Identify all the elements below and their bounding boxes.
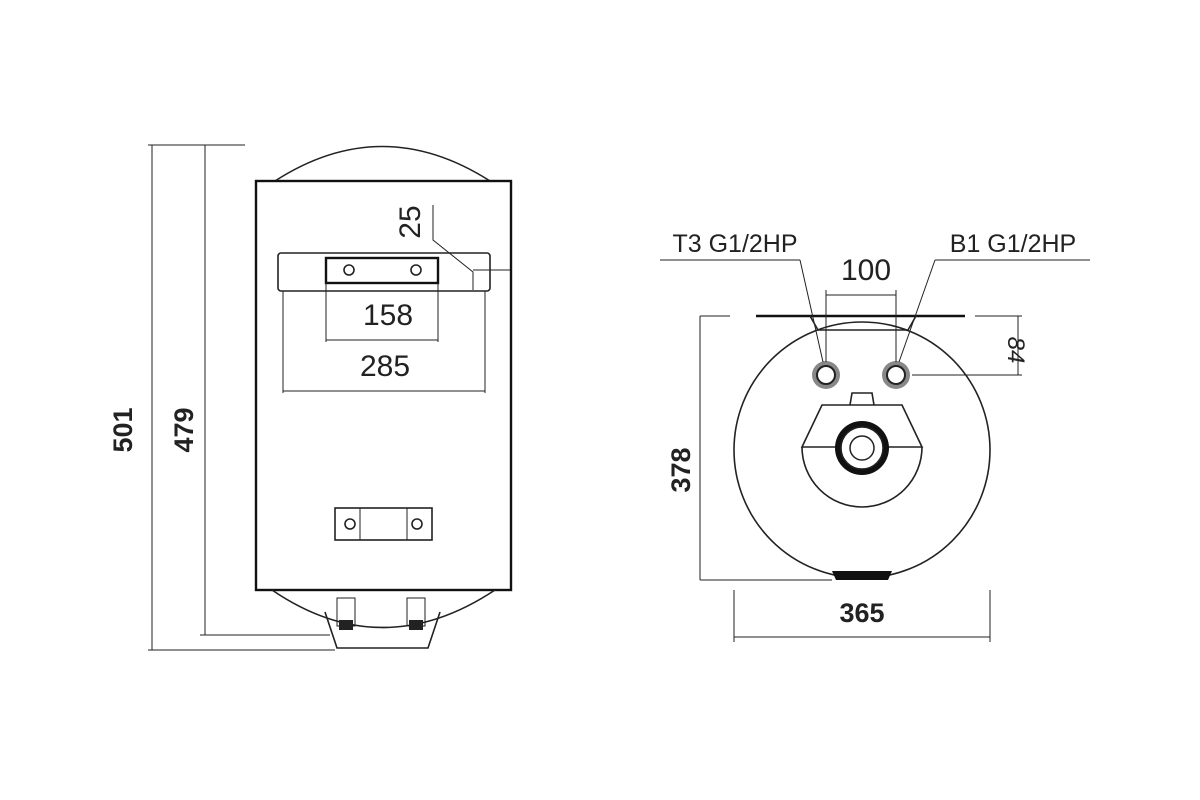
pipe-left	[812, 361, 840, 389]
lower-hole	[411, 518, 423, 530]
lower-plate	[334, 507, 433, 541]
lower-hole	[344, 518, 356, 530]
label-right-pipe: B1 G1/2HP	[950, 230, 1076, 258]
tank-body	[254, 179, 513, 592]
bottom-foot	[832, 571, 892, 580]
label-left-pipe: T3 G1/2HP	[672, 230, 797, 258]
flange-arc	[801, 446, 923, 508]
mounting-bracket	[277, 252, 491, 292]
mounting-plate	[324, 256, 440, 285]
dim-depth: 378	[666, 447, 696, 492]
bottom-bracket	[324, 611, 441, 649]
top-dome	[274, 145, 491, 182]
dim-total-height: 501	[108, 407, 138, 452]
pipe-right	[882, 361, 910, 389]
dim-bracket-width: 285	[360, 350, 410, 383]
top-view: T3 G1/2HP B1 G1/2HP 100 84 378 365	[660, 230, 1090, 642]
dim-pipe-spacing: 100	[841, 254, 891, 287]
dim-pipe-offset: 84	[1002, 337, 1029, 364]
front-view: 501 479 158 285 25	[108, 144, 513, 651]
dim-plate-width: 158	[363, 299, 413, 332]
dim-bracket-offset: 25	[394, 205, 427, 238]
bottom-dome	[271, 589, 496, 629]
mounting-hole	[343, 264, 355, 276]
mounting-hole	[410, 264, 422, 276]
dim-diameter: 365	[839, 598, 884, 628]
dim-body-height: 479	[169, 407, 199, 452]
bottom-pipe-fittings	[336, 597, 426, 630]
